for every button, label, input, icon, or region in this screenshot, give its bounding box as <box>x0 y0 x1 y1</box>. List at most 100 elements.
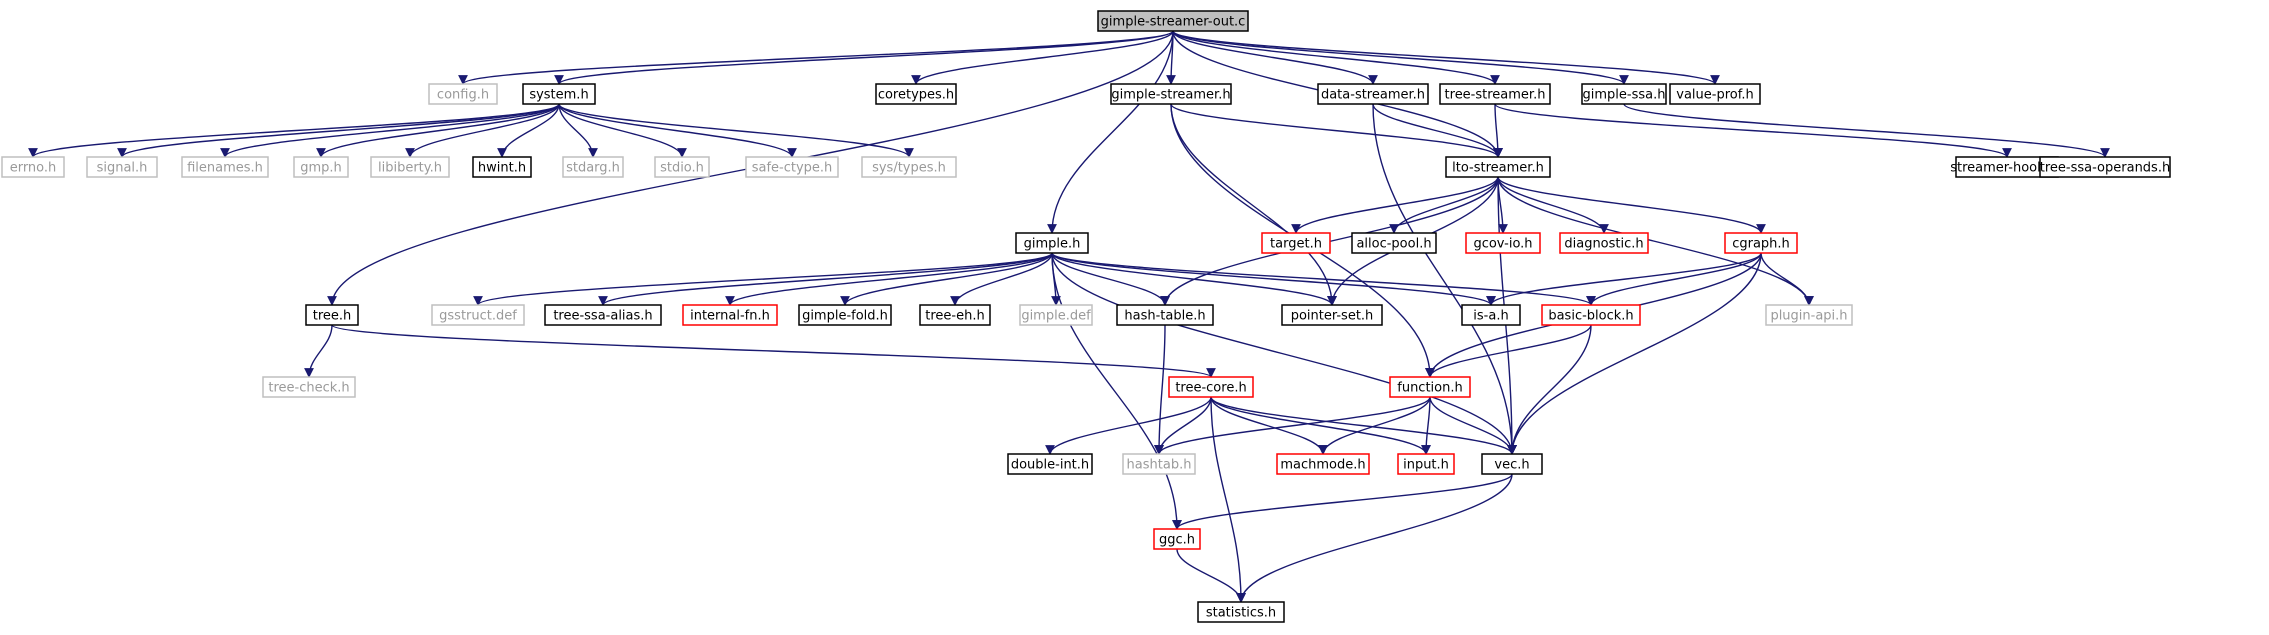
node-isa[interactable]: is-a.h <box>1461 304 1521 326</box>
node-treeeh[interactable]: tree-eh.h <box>919 304 991 326</box>
node-hashtab[interactable]: hashtab.h <box>1122 453 1196 475</box>
node-stdio[interactable]: stdio.h <box>654 156 710 178</box>
node-valueprof[interactable]: value-prof.h <box>1669 83 1761 105</box>
node-gcovio[interactable]: gcov-io.h <box>1465 232 1541 254</box>
node-box <box>562 156 624 178</box>
node-coretypes[interactable]: coretypes.h <box>875 83 957 105</box>
node-dstreamer[interactable]: data-streamer.h <box>1317 83 1429 105</box>
node-pointerset[interactable]: pointer-set.h <box>1281 304 1383 326</box>
node-stdarg[interactable]: stdarg.h <box>562 156 624 178</box>
node-label: input.h <box>1403 458 1449 473</box>
edge-cgraph-to-vec <box>1507 252 1762 455</box>
node-hwint[interactable]: hwint.h <box>472 156 532 178</box>
edge-tstreamer-to-shooks <box>1494 103 2012 158</box>
edge-gstreamer-to-lto <box>1170 103 1503 158</box>
edge-root-to-gssa <box>1172 30 1629 85</box>
node-tstreamer[interactable]: tree-streamer.h <box>1439 83 1551 105</box>
edge-system-to-safectype <box>558 103 797 158</box>
node-doubleint[interactable]: double-int.h <box>1007 453 1093 475</box>
node-label: vec.h <box>1494 458 1529 473</box>
node-gimplefold[interactable]: gimple-fold.h <box>798 304 892 326</box>
node-box <box>1351 232 1437 254</box>
node-label: alloc-pool.h <box>1356 237 1431 252</box>
edge-system-to-stdio <box>558 103 687 158</box>
node-internalfn[interactable]: internal-fn.h <box>682 304 778 326</box>
edge-bblock-to-function <box>1425 324 1592 378</box>
edge-tree-to-treecore <box>331 324 1216 378</box>
edge-vec-to-statistics <box>1236 473 1513 603</box>
edge-root-to-config <box>458 30 1174 85</box>
edge-lto-to-pluginapi <box>1497 176 1814 306</box>
node-bblock[interactable]: basic-block.h <box>1541 304 1641 326</box>
node-system[interactable]: system.h <box>522 83 596 105</box>
node-gssa[interactable]: gimple-ssa.h <box>1581 83 1667 105</box>
node-label: value-prof.h <box>1676 88 1753 103</box>
node-label: tree-ssa-alias.h <box>553 309 652 324</box>
edge-gimple-to-vec <box>1051 252 1517 455</box>
node-box <box>1261 232 1331 254</box>
node-box <box>544 304 662 326</box>
edge-function-to-input <box>1421 396 1431 455</box>
edge-hashtable-to-hashtab <box>1154 324 1166 455</box>
edge-system-to-errno <box>28 103 560 158</box>
node-tree[interactable]: tree.h <box>305 304 359 326</box>
node-box <box>431 304 525 326</box>
node-box <box>1445 156 1551 178</box>
node-label: hashtab.h <box>1127 458 1192 473</box>
node-box <box>1465 232 1541 254</box>
node-signal[interactable]: signal.h <box>86 156 158 178</box>
node-systypes[interactable]: sys/types.h <box>861 156 957 178</box>
node-label: machmode.h <box>1280 458 1365 473</box>
node-box <box>1317 83 1429 105</box>
node-lto[interactable]: lto-streamer.h <box>1445 156 1551 178</box>
node-box <box>1541 304 1641 326</box>
node-label: stdio.h <box>660 161 704 176</box>
node-vec[interactable]: vec.h <box>1481 453 1543 475</box>
node-box <box>798 304 892 326</box>
node-gimple[interactable]: gimple.h <box>1015 232 1089 254</box>
node-ggc[interactable]: ggc.h <box>1153 528 1201 550</box>
node-errno[interactable]: errno.h <box>1 156 65 178</box>
node-pluginapi[interactable]: plugin-api.h <box>1765 304 1853 326</box>
node-treecore[interactable]: tree-core.h <box>1168 376 1254 398</box>
node-label: target.h <box>1270 237 1322 252</box>
node-filenames[interactable]: filenames.h <box>181 156 269 178</box>
node-allocpool[interactable]: alloc-pool.h <box>1351 232 1437 254</box>
edge-gimple-to-bblock <box>1051 252 1596 306</box>
node-gimpledef[interactable]: gimple.def <box>1019 304 1093 326</box>
node-label: hash-table.h <box>1124 309 1205 324</box>
node-target[interactable]: target.h <box>1261 232 1331 254</box>
node-config[interactable]: config.h <box>428 83 498 105</box>
node-label: tree-eh.h <box>925 309 984 324</box>
edge-lto-to-diagnostic <box>1497 176 1609 234</box>
node-libiberty[interactable]: libiberty.h <box>370 156 450 178</box>
node-gstreamer[interactable]: gimple-streamer.h <box>1110 83 1232 105</box>
node-label: coretypes.h <box>878 88 954 103</box>
node-root[interactable]: gimple-streamer-out.c <box>1097 10 1249 32</box>
edge-treecore-to-statistics <box>1210 396 1246 603</box>
node-statistics[interactable]: statistics.h <box>1197 601 1285 623</box>
edge-treecore-to-doubleint <box>1045 396 1212 455</box>
node-gsstruct[interactable]: gsstruct.def <box>431 304 525 326</box>
node-tssaalias[interactable]: tree-ssa-alias.h <box>544 304 662 326</box>
node-machmode[interactable]: machmode.h <box>1276 453 1370 475</box>
node-cgraph[interactable]: cgraph.h <box>1724 232 1798 254</box>
edge-system-to-hwint <box>497 103 560 158</box>
node-shooks[interactable]: streamer-hooks.h <box>1950 156 2064 178</box>
node-gmp[interactable]: gmp.h <box>293 156 349 178</box>
node-input[interactable]: input.h <box>1397 453 1455 475</box>
node-box <box>1765 304 1853 326</box>
node-function[interactable]: function.h <box>1389 376 1471 398</box>
edge-gimple-to-internalfn <box>725 252 1053 306</box>
node-box <box>861 156 957 178</box>
edge-function-to-vec <box>1429 396 1517 455</box>
node-safectype[interactable]: safe-ctype.h <box>745 156 839 178</box>
node-treecheck[interactable]: tree-check.h <box>262 376 356 398</box>
node-diagnostic[interactable]: diagnostic.h <box>1559 232 1649 254</box>
edge-root-to-valueprof <box>1172 30 1720 85</box>
node-tssaops[interactable]: tree-ssa-operands.h <box>2039 156 2171 178</box>
node-label: cgraph.h <box>1732 237 1790 252</box>
node-box <box>919 304 991 326</box>
node-hashtable[interactable]: hash-table.h <box>1116 304 1214 326</box>
